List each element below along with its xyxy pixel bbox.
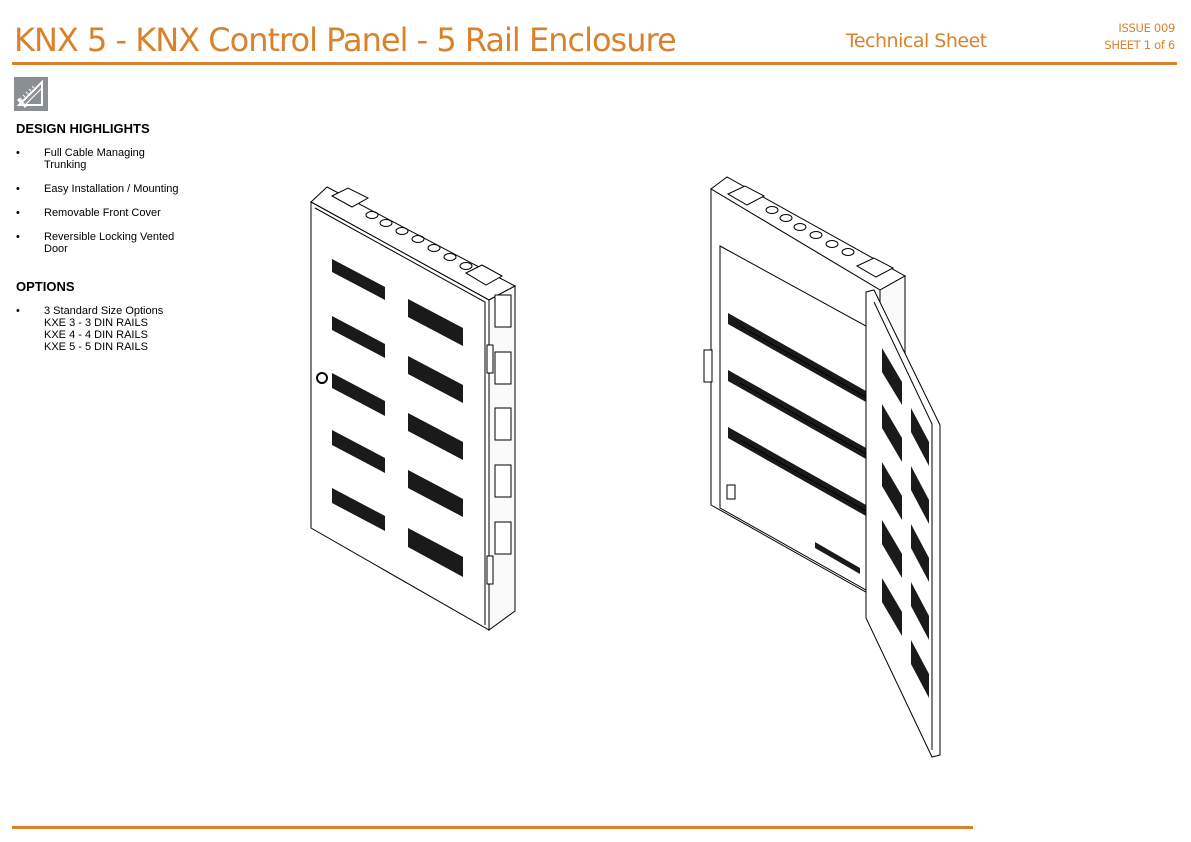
header-rule xyxy=(12,62,1177,65)
options-heading: OPTIONS xyxy=(16,279,75,294)
design-highlights-heading: DESIGN HIGHLIGHTS xyxy=(16,121,150,136)
sheet-number: SHEET 1 of 6 xyxy=(1104,38,1175,52)
page-title: KNX 5 - KNX Control Panel - 5 Rail Enclo… xyxy=(14,21,677,59)
list-item: • Easy Installation / Mounting xyxy=(16,183,179,195)
design-tools-icon xyxy=(14,77,48,111)
issue-block: ISSUE 009 SHEET 1 of 6 xyxy=(1104,20,1175,54)
issue-number: ISSUE 009 xyxy=(1118,21,1175,35)
footer-rule xyxy=(12,826,973,829)
list-item: • Removable Front Cover xyxy=(16,207,161,219)
list-item: • 3 Standard Size Options KXE 3 - 3 DIN … xyxy=(16,305,164,353)
sheet-type-label: Technical Sheet xyxy=(846,30,987,52)
